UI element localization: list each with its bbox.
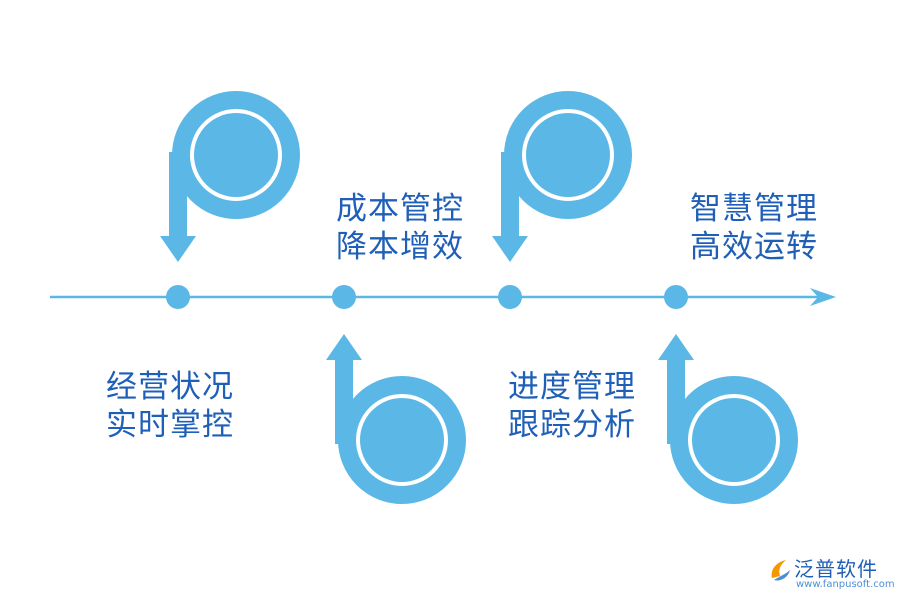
timeline-dot-3 [498, 285, 522, 309]
caption-line: 进度管理 [508, 369, 636, 405]
timeline-dot-1 [166, 285, 190, 309]
timeline-dot-2 [332, 285, 356, 309]
caption-line: 高效运转 [690, 229, 818, 265]
caption-line: 跟踪分析 [508, 407, 636, 443]
brand-logo-icon [771, 560, 790, 581]
caption-line: 智慧管理 [690, 191, 818, 227]
caption-line: 降本增效 [336, 229, 464, 265]
stage-caption-3: 进度管理 跟踪分析 [492, 368, 652, 444]
p-letter-icon [492, 91, 632, 262]
b-letter-icon [658, 334, 798, 504]
caption-line: 成本管控 [336, 191, 464, 227]
p-letter-icon [160, 91, 300, 262]
caption-line: 经营状况 [106, 369, 234, 405]
brand-name: 泛普软件 [794, 557, 878, 581]
caption-line: 实时掌控 [106, 407, 234, 443]
stage-caption-2: 成本管控 降本增效 [320, 190, 480, 266]
stage-caption-1: 经营状况 实时掌控 [90, 368, 250, 444]
timeline-arrowhead [810, 288, 836, 306]
timeline-dot-4 [664, 285, 688, 309]
b-letter-icon [326, 334, 466, 504]
brand-url: www.fanpusoft.com [796, 579, 895, 590]
stage-caption-4: 智慧管理 高效运转 [674, 190, 834, 266]
brand-watermark: 泛普软件 www.fanpusoft.com [768, 552, 895, 596]
